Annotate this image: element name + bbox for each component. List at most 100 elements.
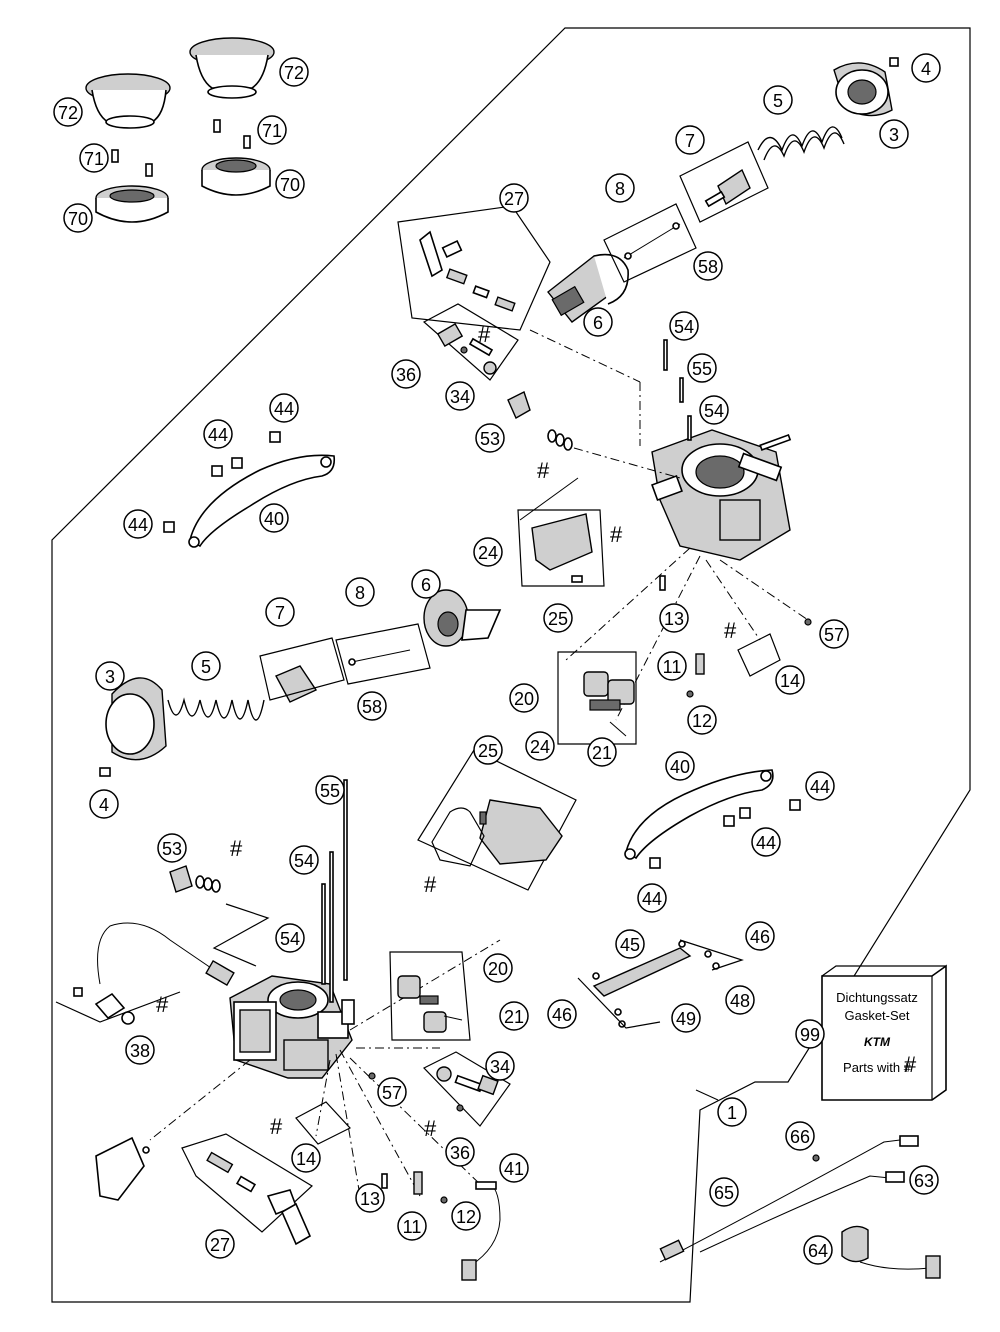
- callout-46: 46: [745, 921, 775, 951]
- callout-6: 6: [411, 569, 441, 599]
- callout-number: 66: [790, 1127, 810, 1147]
- callout-41: 41: [499, 1153, 529, 1183]
- callout-number: 25: [478, 741, 498, 761]
- callout-circle: [291, 1143, 321, 1173]
- callout-8: 8: [605, 173, 635, 203]
- callout-number: 44: [128, 515, 148, 535]
- callout-circle: [637, 883, 667, 913]
- frame-7-middle: [259, 637, 345, 701]
- callout-24: 24: [473, 537, 503, 567]
- frame-24-middle: [417, 749, 577, 891]
- callout-circle: [547, 999, 577, 1029]
- axis-bottom-3: [349, 1057, 487, 1191]
- callout-36: 36: [391, 359, 421, 389]
- callout-circle: [485, 1051, 515, 1081]
- callout-number: 13: [664, 609, 684, 629]
- hose-fittings-bottom: [206, 1151, 312, 1246]
- callout-number: 8: [355, 583, 365, 603]
- callout-number: 27: [210, 1235, 230, 1255]
- axis-top-1: [529, 329, 641, 383]
- callout-6: 6: [583, 307, 613, 337]
- callout-number: 53: [162, 839, 182, 859]
- hash-mark: #: [610, 522, 623, 547]
- callout-8: 8: [345, 577, 375, 607]
- callout-number: 57: [824, 625, 844, 645]
- callout-3: 3: [95, 661, 125, 691]
- callout-number: 5: [201, 657, 211, 677]
- frame-14-bottom: [295, 1101, 351, 1145]
- assembly-frame: [51, 27, 971, 1303]
- gasket-box-line3: Parts with #: [843, 1060, 912, 1075]
- callout-21: 21: [587, 737, 617, 767]
- intake-flange-right: [189, 37, 275, 196]
- callout-circle: [745, 921, 775, 951]
- frame-54-bottom: [212, 903, 270, 967]
- callout-circle: [819, 619, 849, 649]
- middle-slide-assembly: [99, 589, 502, 777]
- callout-circle: [411, 569, 441, 599]
- gasket-box-line2: Gasket-Set: [844, 1008, 909, 1023]
- callout-36: 36: [445, 1137, 475, 1167]
- callout-number: 53: [480, 429, 500, 449]
- frame-45-49: [577, 939, 744, 1029]
- callout-27: 27: [499, 183, 529, 213]
- callout-circle: [671, 1003, 701, 1033]
- callout-circle: [659, 603, 689, 633]
- callout-25: 25: [543, 603, 573, 633]
- callout-number: 34: [490, 1057, 510, 1077]
- callout-number: 13: [360, 1189, 380, 1209]
- frame-20-top: [557, 651, 637, 745]
- callout-circle: [525, 731, 555, 761]
- callout-3: 3: [879, 119, 909, 149]
- top-slide-assembly: [547, 57, 899, 323]
- callout-circle: [665, 751, 695, 781]
- mixture-screw-top: [436, 322, 497, 375]
- callout-20: 20: [483, 953, 513, 983]
- callout-70: 70: [63, 203, 93, 233]
- frame-20-bottom: [389, 951, 471, 1041]
- callout-number: 44: [642, 889, 662, 909]
- lever-40-top: [163, 431, 336, 548]
- callout-14: 14: [291, 1143, 321, 1173]
- callout-44: 44: [269, 393, 299, 423]
- callout-number: 34: [450, 387, 470, 407]
- frame-38: [55, 991, 181, 1023]
- callout-11: 11: [657, 651, 687, 681]
- callout-55: 55: [315, 775, 345, 805]
- callout-57: 57: [377, 1077, 407, 1107]
- callout-number: 58: [362, 697, 382, 717]
- callout-45: 45: [615, 929, 645, 959]
- callout-44: 44: [123, 509, 153, 539]
- callout-circle: [53, 97, 83, 127]
- callout-53: 53: [157, 833, 187, 863]
- callout-circle: [475, 423, 505, 453]
- callout-number: 64: [808, 1241, 828, 1261]
- callout-70: 70: [275, 169, 305, 199]
- callout-circle: [583, 307, 613, 337]
- callout-number: 70: [68, 209, 88, 229]
- callout-number: 49: [676, 1009, 696, 1029]
- callout-number: 44: [810, 777, 830, 797]
- callout-number: 99: [800, 1025, 820, 1045]
- callout-64: 64: [803, 1235, 833, 1265]
- jet-12-top: [686, 690, 694, 698]
- callout-21: 21: [499, 1001, 529, 1031]
- frame-24-top: [517, 509, 605, 587]
- callout-circle: [79, 143, 109, 173]
- gasket-box-line1: Dichtungssatz: [836, 990, 918, 1005]
- callout-circle: [675, 125, 705, 155]
- callout-5: 5: [763, 85, 793, 115]
- callout-circle: [483, 953, 513, 983]
- callout-circle: [203, 419, 233, 449]
- callout-number: 55: [320, 781, 340, 801]
- callout-7: 7: [265, 597, 295, 627]
- float-bowl-top: [531, 513, 593, 583]
- callout-circle: [63, 203, 93, 233]
- carburetor-body-top: [651, 339, 792, 561]
- callout-number: 7: [275, 603, 285, 623]
- hash-mark: #: [156, 992, 169, 1017]
- callout-circle: [451, 1201, 481, 1231]
- callout-57: 57: [819, 619, 849, 649]
- hash-mark: #: [424, 1116, 437, 1141]
- callout-circle: [795, 1019, 825, 1049]
